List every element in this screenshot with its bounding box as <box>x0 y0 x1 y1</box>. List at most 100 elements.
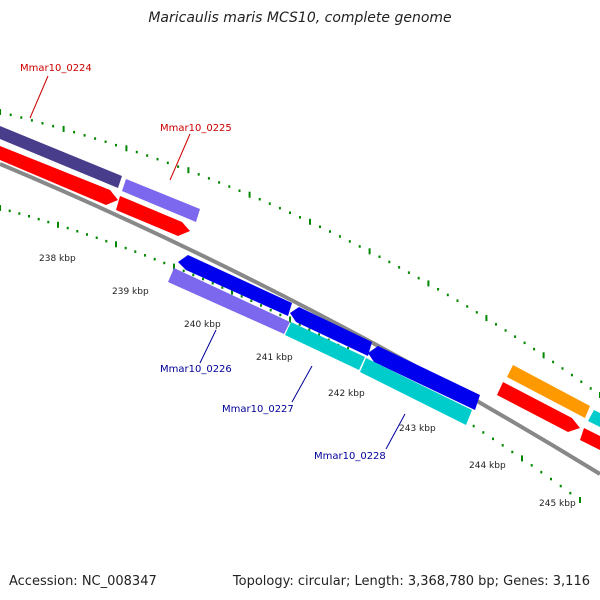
tick-label: 243 kbp <box>399 424 436 434</box>
tick-mark <box>530 464 533 467</box>
gene-block-mmar10-0227-feature[interactable] <box>285 322 365 370</box>
gene-label-mmar10-0225[interactable]: Mmar10_0225 <box>160 123 232 134</box>
gene-arrow-red-edge[interactable] <box>580 428 600 450</box>
tick-mark <box>589 387 592 390</box>
tick-mark <box>18 212 21 215</box>
tick-mark <box>269 308 272 312</box>
tick-mark <box>550 477 552 481</box>
tick-mark <box>570 373 573 377</box>
gene-block-mmar10-0225-feature[interactable] <box>122 179 200 222</box>
tick-mark <box>240 295 243 298</box>
tick-mark <box>207 177 210 180</box>
gene-block-mmar10-0224-feature[interactable] <box>0 126 122 188</box>
tick-label: 242 kbp <box>328 389 365 399</box>
label-leader-mmar10-0226 <box>199 329 217 364</box>
gene-block-mmar10-0228-feature[interactable] <box>360 358 472 425</box>
gene-arrow-mmar10-0228[interactable] <box>368 346 480 410</box>
tick-label: 238 kbp <box>39 254 76 264</box>
tick-mark <box>338 235 341 238</box>
tick-mark <box>248 191 251 198</box>
tick-mark <box>580 380 583 383</box>
tick-mark <box>66 226 69 230</box>
tick-mark <box>260 304 262 307</box>
tick-mark <box>278 206 281 210</box>
tick-mark <box>86 233 88 236</box>
tick-mark <box>173 263 175 270</box>
gene-arrow-mmar10-0224[interactable] <box>0 146 118 205</box>
tick-mark <box>308 328 311 331</box>
tick-label: 239 kbp <box>112 287 149 297</box>
tick-mark <box>41 122 44 125</box>
gene-arrow-mmar10-0226[interactable] <box>178 255 292 316</box>
gene-label-mmar10-0228[interactable]: Mmar10_0228 <box>314 451 386 462</box>
label-leader-mmar10-0227 <box>291 365 313 403</box>
tick-mark <box>511 450 514 454</box>
tick-mark <box>417 276 420 280</box>
tick-mark <box>348 240 351 243</box>
tick-mark <box>514 335 517 338</box>
tick-mark <box>73 130 76 134</box>
gene-block-orange-feature[interactable] <box>507 365 590 418</box>
tick-mark <box>358 245 361 248</box>
gene-arrow-mmar10-0225[interactable] <box>116 196 190 236</box>
tick-mark <box>95 236 98 239</box>
gene-label-mmar10-0227[interactable]: Mmar10_0227 <box>222 404 294 415</box>
tick-mark <box>156 157 159 161</box>
tick-mark <box>559 484 562 488</box>
tick-mark <box>166 161 169 165</box>
gene-label-mmar10-0224[interactable]: Mmar10_0224 <box>20 63 92 74</box>
tick-mark <box>57 221 59 228</box>
tick-mark <box>482 431 485 434</box>
tick-mark <box>427 280 430 287</box>
tick-mark <box>28 215 30 218</box>
tick-mark <box>221 286 224 289</box>
tick-mark <box>540 470 543 474</box>
tick-mark <box>76 230 79 233</box>
tick-mark <box>475 311 478 314</box>
tick-mark <box>407 271 410 274</box>
tick-mark <box>289 211 291 214</box>
tick-mark <box>197 173 200 176</box>
tick-mark <box>521 455 523 462</box>
tick-mark <box>9 113 12 117</box>
gene-label-mmar10-0226[interactable]: Mmar10_0226 <box>160 364 232 375</box>
tick-mark <box>268 202 271 205</box>
tick-label: 240 kbp <box>184 320 221 330</box>
tick-mark <box>105 239 108 243</box>
tick-mark <box>202 277 204 281</box>
tick-label: 241 kbp <box>256 353 293 363</box>
tick-mark <box>495 323 497 326</box>
tick-mark <box>134 250 137 253</box>
tick-mark <box>388 260 391 264</box>
tick-mark <box>472 424 475 428</box>
tick-mark <box>115 241 117 248</box>
tick-mark <box>501 444 504 447</box>
tick-mark <box>177 165 180 168</box>
tick-mark <box>146 154 149 157</box>
tick-mark <box>182 269 185 273</box>
gene-arrow-right-red[interactable] <box>497 382 580 432</box>
outer-tick-row <box>0 109 600 398</box>
tick-mark <box>115 143 117 147</box>
tick-mark <box>378 255 381 258</box>
genome-summary-text: Topology: circular; Length: 3,368,780 bp… <box>232 574 590 589</box>
tick-mark <box>0 205 1 211</box>
tick-mark <box>163 261 166 265</box>
tick-mark <box>466 305 469 308</box>
tick-mark <box>124 246 127 250</box>
tick-mark <box>104 140 107 143</box>
tick-mark <box>579 497 581 503</box>
map-title: Maricaulis maris MCS10, complete genome <box>148 10 452 26</box>
tick-mark <box>309 218 311 225</box>
tick-mark <box>52 124 55 128</box>
gene-arrow-mmar10-0227[interactable] <box>290 307 372 356</box>
gene-block-cyan-edge[interactable] <box>588 410 600 427</box>
tick-mark <box>238 189 241 192</box>
gene-block-mmar10-0226-feature[interactable] <box>168 268 290 334</box>
tick-mark <box>561 367 564 370</box>
tick-mark <box>258 198 261 201</box>
tick-mark <box>135 150 138 154</box>
tick-mark <box>187 167 190 174</box>
